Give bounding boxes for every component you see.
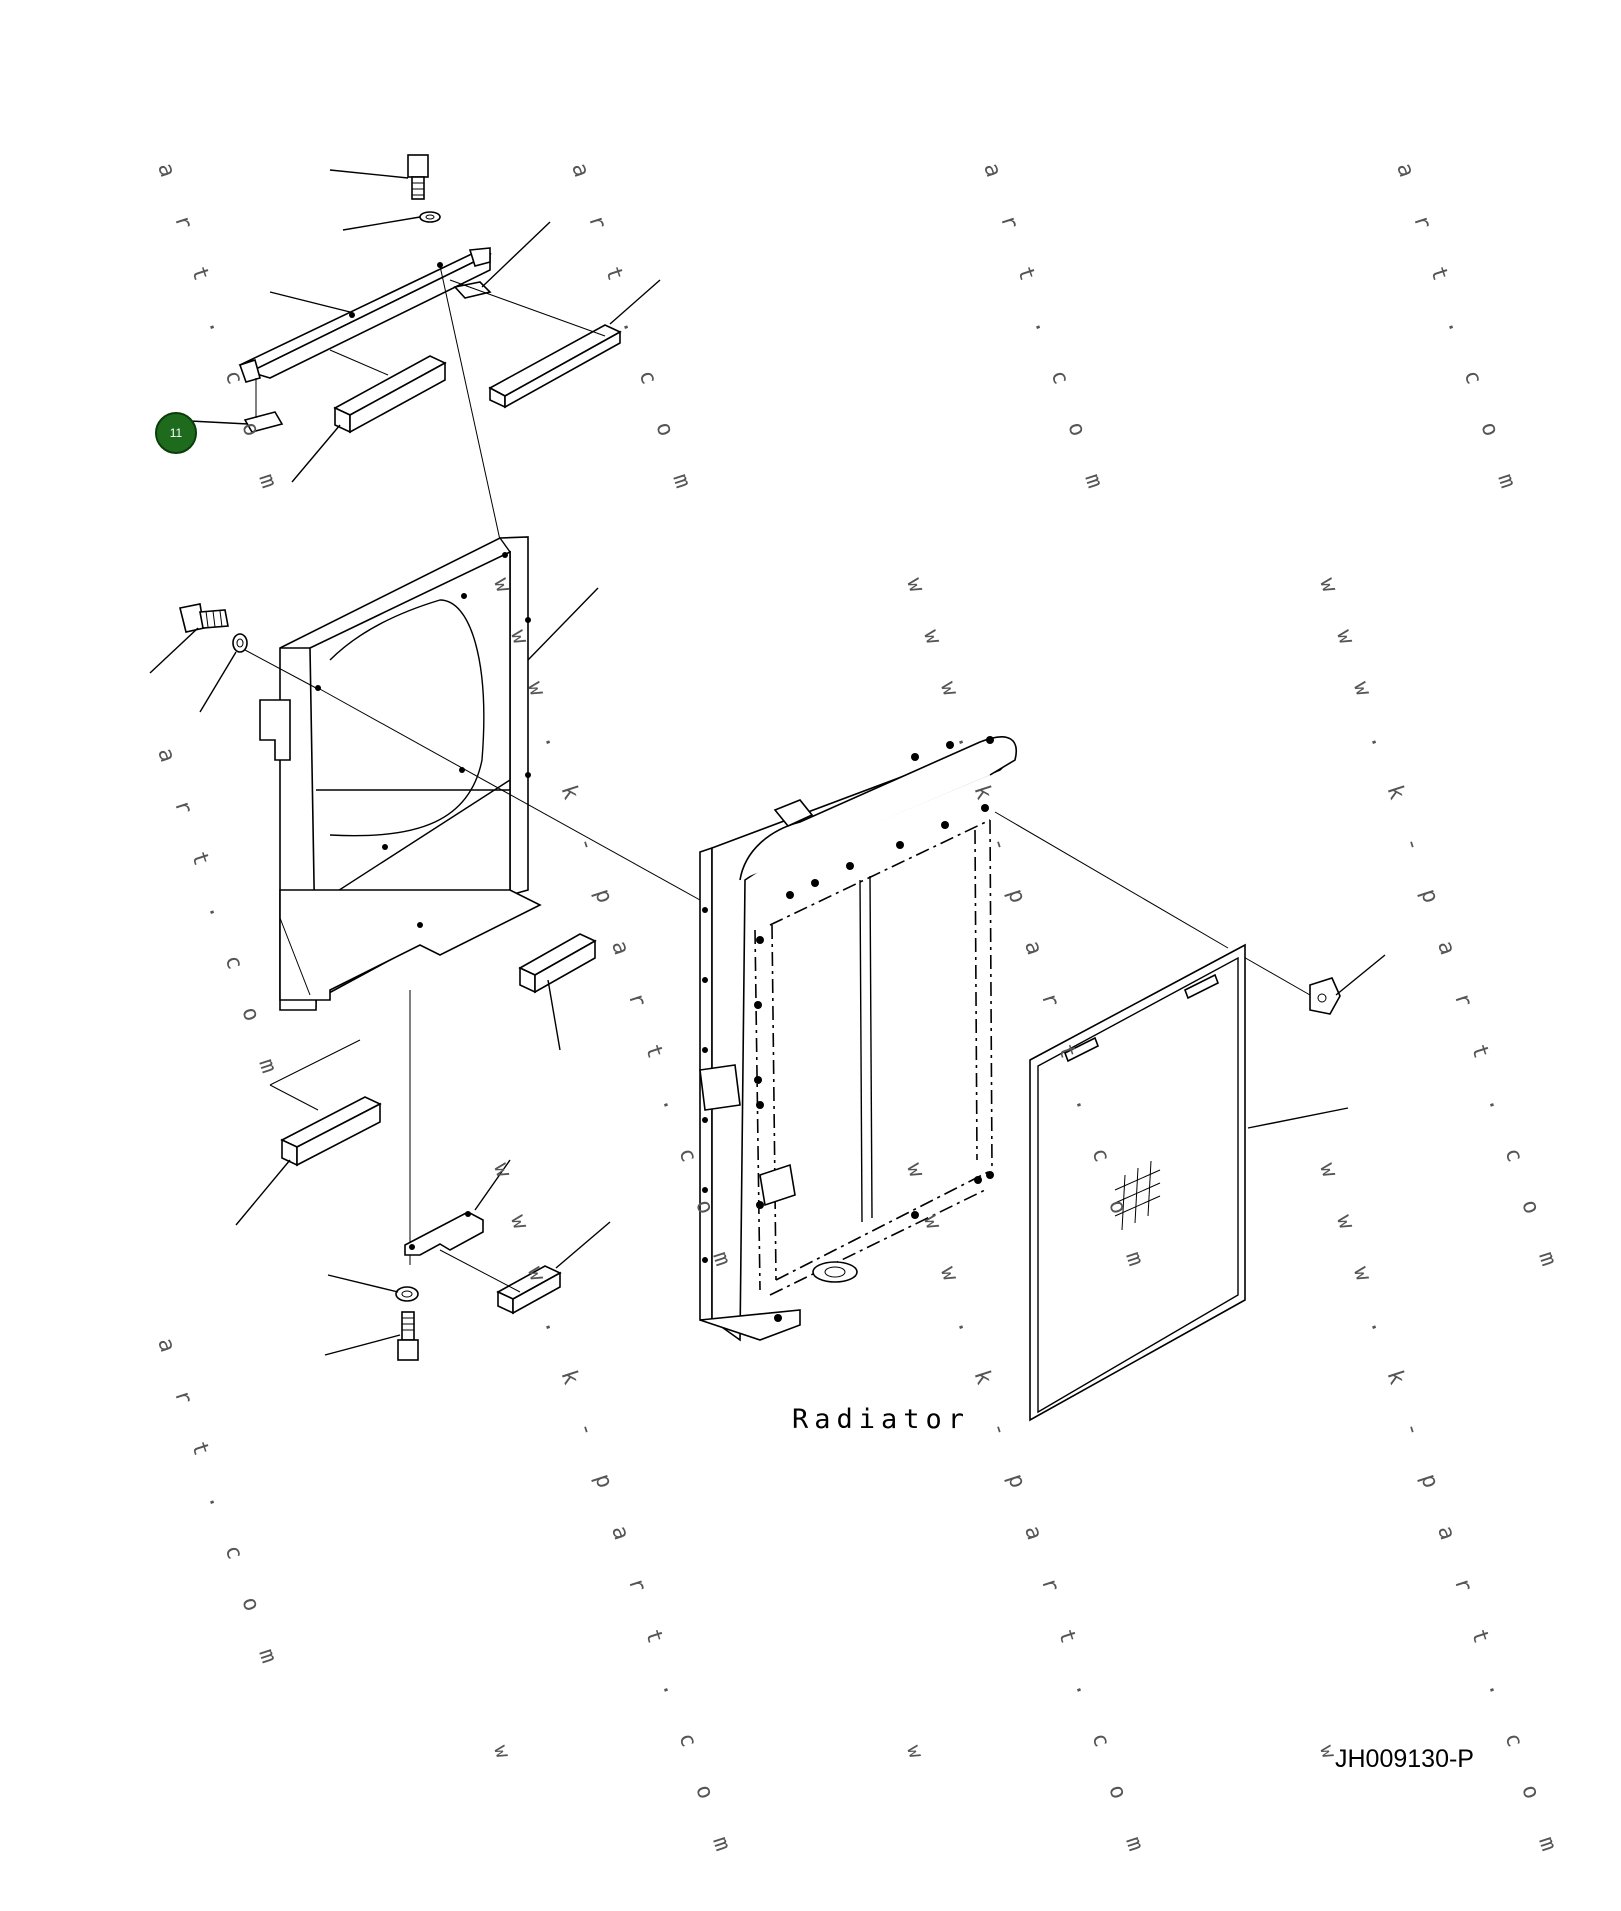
upper-rubber-strip-left — [333, 355, 447, 434]
diagram-caption: Radiator — [792, 1404, 971, 1435]
lower-rubber-strip-left — [280, 1096, 382, 1167]
lower-rubber-strip-right — [518, 933, 597, 994]
shroud-washer — [232, 633, 248, 653]
callout-badge-11[interactable]: 11 — [155, 412, 197, 454]
top-washer — [419, 211, 441, 223]
bottom-bolt — [397, 1311, 419, 1361]
drawing-number: JH009130-P — [1335, 1745, 1474, 1773]
small-plate — [453, 281, 492, 299]
shroud-bolt — [179, 603, 229, 633]
shroud-frame — [259, 536, 542, 1011]
bottom-rubber-strip — [496, 1265, 562, 1315]
top-bolt — [407, 154, 429, 200]
radiator-assembly — [699, 736, 1017, 1342]
bottom-stay-bracket — [404, 1211, 484, 1256]
upper-rubber-strip-right — [488, 324, 622, 409]
radiator-screen — [1029, 943, 1246, 1422]
screen-clamp — [1309, 977, 1341, 1015]
bottom-washer — [395, 1286, 419, 1302]
item-11-clip — [243, 378, 284, 433]
top-stay-bracket — [238, 247, 492, 383]
